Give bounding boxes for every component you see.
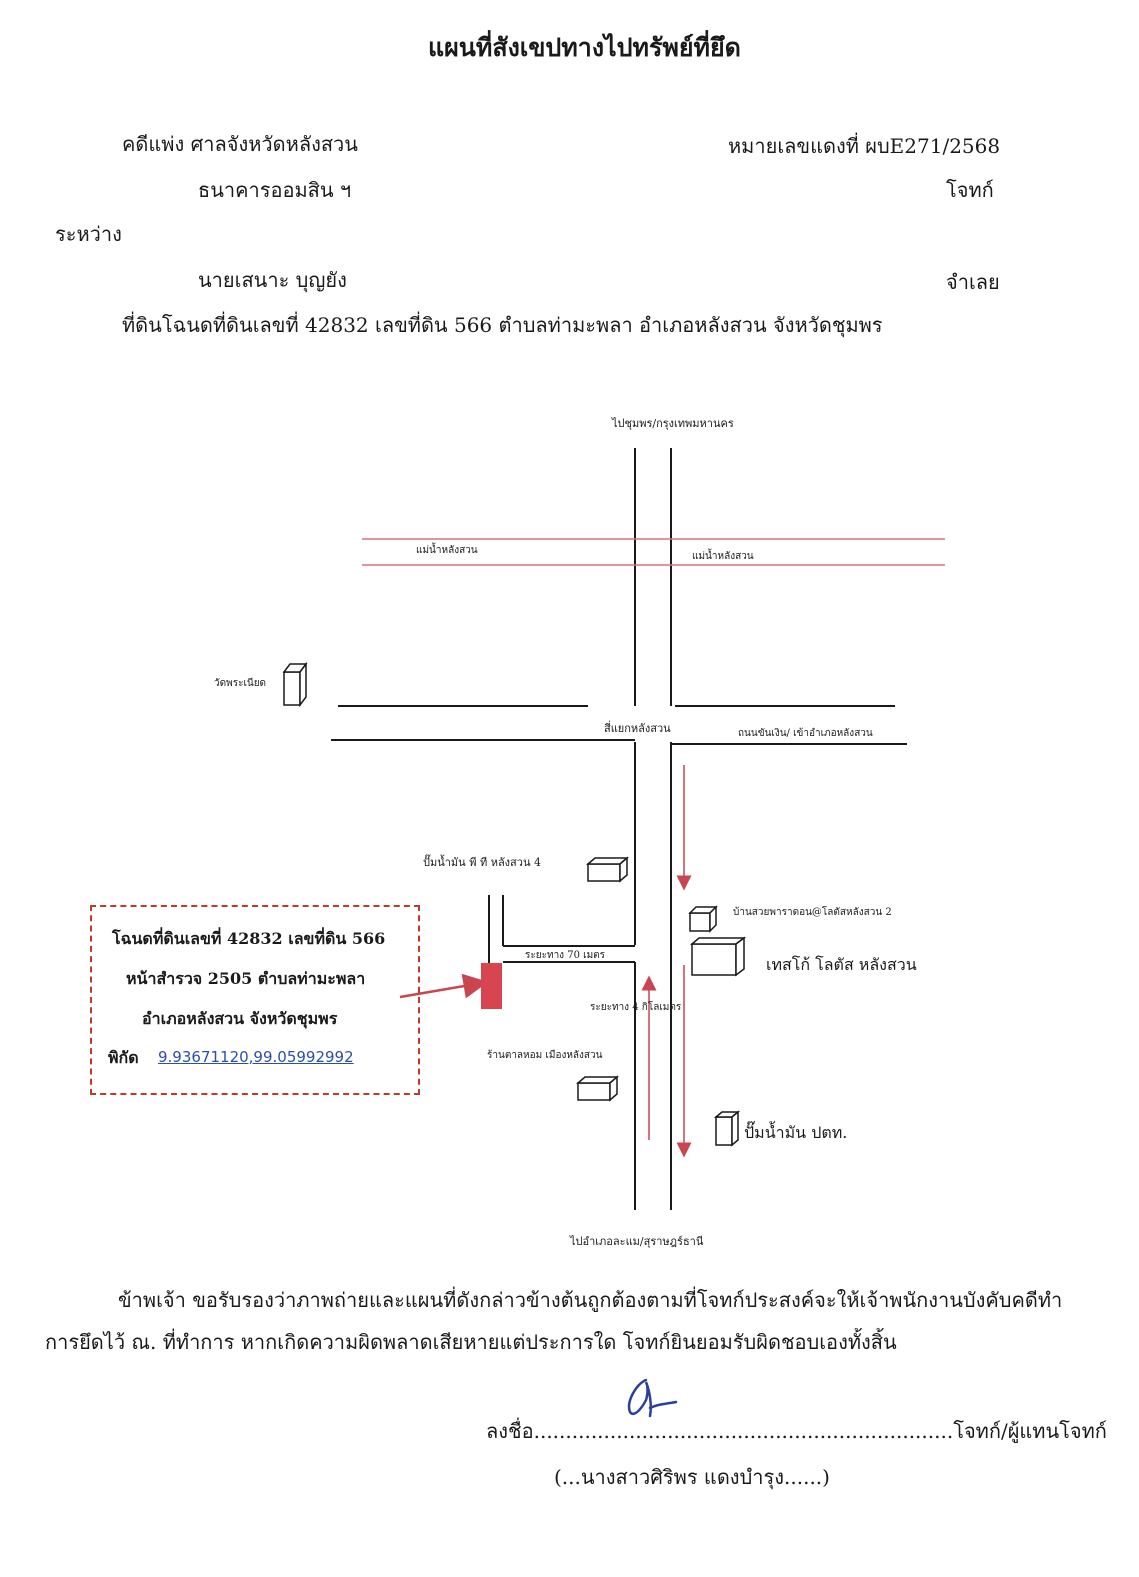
shop-label: ร้านตาลหอม เมืองหลังสวน [487,1049,603,1061]
tesco-label: เทสโก้ โลตัส หลังสวน [766,955,917,974]
gas-station-pt-building [585,856,630,883]
defendant-name: นายเสนาะ บุญยัง [198,268,347,292]
to-north-label: ไปชุมพร/กรุงเทพมหานคร [611,417,734,430]
certification-line-2: การยึดไว้ ณ. ที่ทำการ หากเกิดความผิดพลาด… [45,1330,897,1354]
coord-link[interactable]: 9.93671120,99.05992992 [158,1048,354,1066]
shop-building [575,1075,620,1102]
land-info: ที่ดินโฉนดที่ดินเลขที่ 42832 เลขที่ดิน 5… [122,313,883,337]
plot-marker [481,963,502,1009]
signature-line: ลงชื่อ..................................… [486,1419,1107,1443]
info-line-3: อำเภอหลังสวน จังหวัดชุมพร [142,1009,338,1028]
gas-station-ptt-label: ปั๊มน้ำมัน ปตท. [744,1121,847,1142]
temple-label: วัดพระเนียด [214,677,266,689]
info-line-1: โฉนดที่ดินเลขที่ 42832 เลขที่ดิน 566 [112,929,386,948]
defendant-role: จำเลย [946,270,1000,294]
ptt-building [713,1110,741,1147]
signer-name: (...นางสาวศิริพร แดงบำรุง......) [554,1465,830,1489]
lotus-village-label: บ้านสวยพาราดอน@โลตัสหลังสวน 2 [733,905,892,918]
cross-road [331,705,907,745]
land-info-box: โฉนดที่ดินเลขที่ 42832 เลขที่ดิน 566 หน้… [90,905,420,1095]
plaintiff-role: โจทก์ [946,178,994,202]
lotus-village-building [688,905,718,933]
river-right-label: แม่น้ำหลังสวน [692,548,754,562]
signature-mark [627,1378,678,1418]
tesco-building [689,936,747,977]
plaintiff-name: ธนาคารออมสิน ฯ [198,178,352,202]
main-road [634,448,672,1210]
coord-label: พิกัด [108,1048,139,1067]
gas-station-pt-label: ปั๊มน้ำมัน พี ที หลังสวน 4 [423,854,541,869]
temple-building [282,661,308,708]
page-title: แผนที่สังเขปทางไปทรัพย์ที่ยึด [428,33,741,62]
distance-4km-label: ระยะทาง 4 กิโลเมตร [590,1000,682,1013]
distance-70m-label: ระยะทาง 70 เมตร [525,950,606,961]
side-road [488,895,635,1000]
intersection-label: สี่แยกหลังสวน [604,720,671,735]
certification-line-1: ข้าพเจ้า ขอรับรองว่าภาพถ่ายและแผนที่ดังก… [118,1288,1063,1312]
red-number: หมายเลขแดงที่ ผบE271/2568 [728,134,1001,158]
info-line-2: หน้าสำรวจ 2505 ตำบลท่ามะพลา [126,969,366,988]
plot-pointer-arrow [399,973,489,999]
between-label: ระหว่าง [55,222,122,246]
river-left-label: แม่น้ำหลังสวน [416,542,478,556]
road-east-label: ถนนขันเงิน/ เข้าอำเภอหลังสวน [738,727,873,739]
to-south-label: ไปอำเภอละแม/สุราษฎร์ธานี [569,1235,704,1248]
case-court: คดีแพ่ง ศาลจังหวัดหลังสวน [122,132,358,156]
